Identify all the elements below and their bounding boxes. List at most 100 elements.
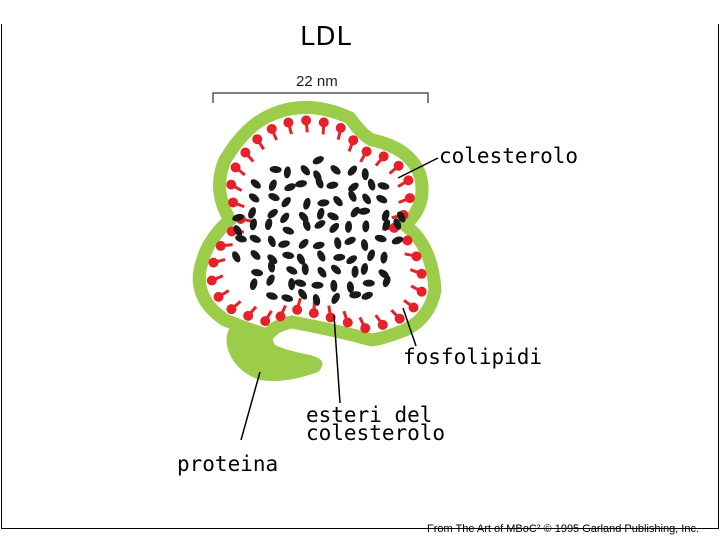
callout-line-colesterolo — [397, 157, 439, 179]
cholesterol-ester — [316, 207, 325, 220]
cholesterol-ester — [347, 165, 358, 176]
phospholipid-head — [226, 179, 237, 190]
frame-left-border — [1, 24, 2, 529]
cholesterol-ester — [362, 193, 371, 205]
phospholipid-head — [403, 175, 414, 186]
phospholipid-head — [260, 316, 271, 327]
cholesterol-ester — [301, 263, 309, 276]
cholesterol-ester — [397, 211, 406, 223]
cholesterol-ester — [281, 294, 294, 302]
label-esteri-del-colesterolo: esteri del colesterolo — [306, 403, 446, 445]
label-esteri-line2: colesterolo — [306, 421, 446, 445]
cholesterol-ester — [294, 279, 307, 287]
label-esteri-line1: esteri del — [306, 403, 433, 427]
cholesterol-ester — [265, 218, 273, 231]
phospholipid — [208, 257, 226, 268]
label-fosfolipidi: fosfolipidi — [403, 345, 543, 369]
phospholipid-head — [393, 160, 404, 171]
phospholipid — [228, 197, 245, 209]
cholesterol-ester — [282, 251, 295, 259]
cholesterol-ester — [374, 234, 387, 243]
cholesterol-ester — [282, 226, 295, 235]
cholesterol-ester — [317, 250, 326, 262]
cholesterol-ester — [298, 288, 308, 300]
phospholipid — [403, 299, 419, 313]
cholesterol-ester — [284, 183, 296, 192]
phospholipid — [301, 115, 312, 133]
cholesterol-ester — [367, 249, 375, 262]
phospholipid — [404, 251, 422, 262]
cholesterol-ester — [317, 266, 327, 278]
phospholipid — [266, 123, 278, 141]
cholesterol-ester — [248, 193, 260, 203]
cholesterol-ester — [346, 281, 355, 294]
phospholipid — [275, 304, 287, 322]
cholesterol-ester — [248, 207, 256, 219]
phospholipid — [410, 284, 427, 297]
cholesterol-ester — [283, 166, 291, 179]
phospholipid — [206, 274, 224, 286]
cholesterol-ester — [358, 207, 371, 215]
cholesterol-ester — [344, 220, 353, 233]
phospholipid-head — [208, 257, 219, 268]
phospholipid — [398, 193, 415, 204]
cholesterol-ester — [251, 269, 264, 277]
phospholipid-head — [342, 317, 353, 328]
cholesterol-ester — [333, 196, 343, 207]
cholesterol-ester — [344, 236, 356, 245]
phospholipid-head — [404, 193, 415, 204]
cholesterol-ester — [346, 255, 358, 265]
cholesterol-ester — [298, 238, 309, 249]
cholesterol-ester — [269, 165, 282, 174]
phospholipid-head — [325, 312, 336, 323]
phospholipid — [230, 162, 246, 177]
cholesterol-ester — [327, 212, 339, 221]
phospholipid-head — [292, 304, 303, 315]
cholesterol-ester — [250, 179, 261, 189]
phospholipid — [342, 310, 353, 328]
phospholipid — [325, 305, 336, 323]
phospholipid-head — [240, 147, 251, 158]
slide-title: LDL — [300, 22, 352, 52]
cholesterol-ester — [311, 281, 324, 289]
phospholipid-head — [275, 311, 286, 322]
cholesterol-ester — [360, 239, 369, 251]
phospholipid — [397, 175, 414, 188]
image-credit: From The Art of MBoC² © 1995 Garland Pub… — [427, 523, 700, 535]
cholesterol-ester — [326, 181, 339, 189]
cholesterol-ester — [348, 182, 359, 192]
phospholipid-head — [411, 251, 422, 262]
phospholipid-head — [228, 197, 239, 208]
phospholipid-head — [416, 286, 427, 297]
callout-line-fosfolipidi — [402, 307, 417, 347]
cholesterol-ester — [382, 219, 391, 231]
phospholipid — [335, 122, 346, 140]
cholesterol-ester — [267, 235, 276, 248]
cholesterol-ester — [329, 222, 340, 233]
cholesterol-ester — [303, 197, 311, 210]
cholesterol-ester — [312, 156, 324, 165]
phospholipid-head — [348, 135, 359, 146]
cholesterol-ester — [380, 251, 388, 264]
cholesterol-ester — [362, 220, 370, 233]
cholesterol-ester — [362, 279, 375, 287]
phospholipid-head — [335, 122, 346, 133]
phospholipid-head — [215, 240, 226, 251]
cholesterol-ester — [312, 241, 325, 250]
cholesterol-ester — [267, 260, 276, 273]
phospholipid — [374, 151, 389, 167]
cholesterol-ester — [361, 291, 373, 300]
phospholipid-head — [213, 291, 224, 302]
phospholipid-heads — [206, 115, 427, 334]
cholesterol-ester — [302, 219, 311, 231]
cholesterol-ester — [348, 190, 357, 202]
phospholipid — [240, 147, 255, 163]
callout-line-esteri — [333, 314, 341, 404]
phospholipid — [358, 316, 371, 334]
apolipoprotein — [226, 322, 323, 381]
cholesterol-ester — [249, 218, 257, 231]
frame-bottom-border — [1, 528, 719, 529]
cholesterol-ester — [377, 182, 390, 190]
phospholipid — [252, 134, 265, 151]
cholesterol-ester — [331, 264, 342, 275]
